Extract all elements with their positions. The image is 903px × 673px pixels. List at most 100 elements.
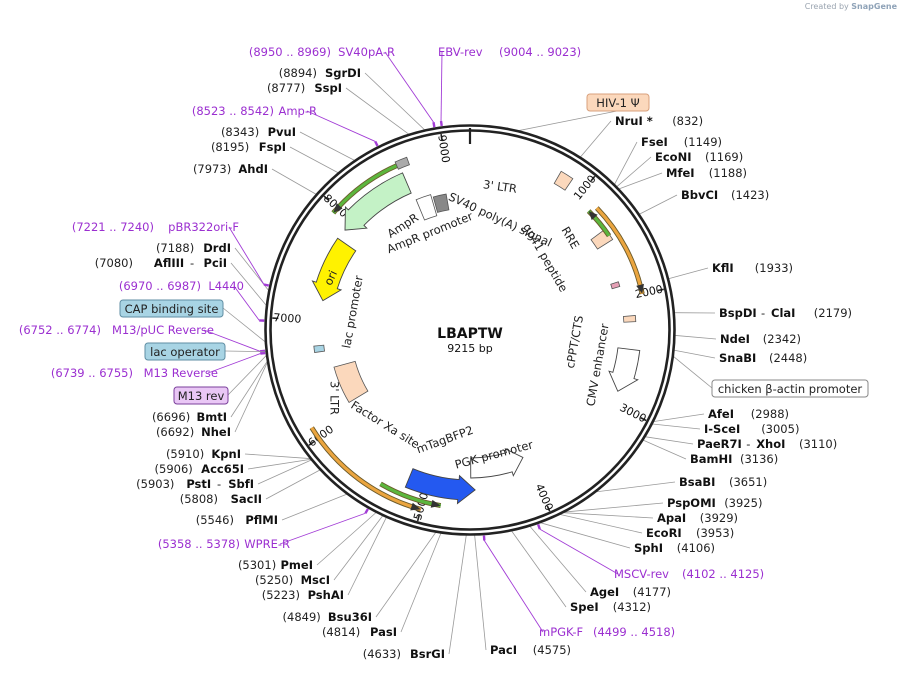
primer-leader-line <box>384 51 434 123</box>
enzyme-site: MfeI(1188) <box>666 166 747 180</box>
enzyme-name-2: XhoI <box>756 437 785 451</box>
enzyme-leader-line <box>230 359 269 418</box>
primer-leader-line <box>207 353 261 374</box>
position-tick <box>546 505 551 512</box>
enzyme-position: (4814) <box>322 625 360 639</box>
enzyme-name: MscI <box>301 573 330 587</box>
enzyme-leader-line <box>617 172 663 190</box>
enzyme-leader-line <box>400 531 442 633</box>
enzyme-name: NdeI <box>720 332 750 346</box>
enzyme-site: PshAI(5223) <box>262 588 344 602</box>
enzyme-name: AfeI <box>708 407 734 421</box>
sv40-box <box>432 193 450 213</box>
enzyme-leader-line <box>561 512 654 519</box>
enzyme-name: PasI <box>370 625 397 639</box>
feature-label-lac_prom: lac promoter <box>339 274 366 349</box>
enzyme-name: PvuI <box>268 125 296 139</box>
enzyme-position: (4633) <box>363 647 401 661</box>
enzyme-position: (6692) <box>156 425 194 439</box>
enzyme-leader-line <box>613 141 638 186</box>
enzyme-name: EcoNI <box>655 150 691 164</box>
position-tick <box>640 417 647 422</box>
enzyme-position: (2342) <box>763 332 801 346</box>
primer-range: (4499 .. 4518) <box>593 625 675 639</box>
primer-range: (4102 .. 4125) <box>682 567 764 581</box>
box-leader-line <box>222 307 267 344</box>
enzyme-name: AhdI <box>238 162 268 176</box>
enzyme-leader-line <box>561 502 664 513</box>
enzyme-leader-line <box>538 521 631 549</box>
enzyme-leader-line <box>230 262 268 307</box>
box-m13rev-bg <box>173 386 229 405</box>
primer-leader-line <box>233 285 260 321</box>
primer-range: (5358 .. 5378) <box>158 537 240 551</box>
enzyme-position: (8343) <box>221 125 259 139</box>
enzyme-name: BsaBI <box>679 475 715 489</box>
enzyme-site: EcoNI (1169) <box>655 150 743 164</box>
enzyme-position: (5903) <box>136 477 174 491</box>
enzyme-position: (3005) <box>761 422 799 436</box>
enzyme-site: PmeI(5301) <box>238 558 313 572</box>
primer-site: SV40pA-R(8950 .. 8969) <box>249 45 395 59</box>
green-arc-ampr-head <box>333 203 343 213</box>
box-leader-line <box>672 355 713 389</box>
primer-name: SV40pA-R <box>338 45 395 59</box>
position-tick-label: 9000 <box>435 134 452 164</box>
box-cap-bg <box>119 299 224 318</box>
enzyme-name: SphI <box>634 541 663 555</box>
position-tick-label: 6000 <box>306 423 336 450</box>
enzyme-leader-line <box>643 436 694 445</box>
enzyme-name-2: ClaI <box>771 306 795 320</box>
enzyme-site: PaeR7I-XhoI(3110) <box>697 437 837 451</box>
enzyme-position: (1169) <box>705 150 743 164</box>
enzyme-leader-line <box>579 120 612 159</box>
primer-tick <box>263 283 270 287</box>
enzyme-site: SpeI(4312) <box>570 600 651 614</box>
enzyme-leader-line <box>333 514 384 581</box>
orange-arc-top-outline <box>595 206 645 295</box>
boxed-m13rev: M13 rev <box>173 386 229 405</box>
enzyme-name: ApaI <box>657 511 686 525</box>
position-tick <box>657 288 664 292</box>
enzyme-site: PasI (4814) <box>322 625 397 639</box>
enzyme-leader-line <box>281 493 349 521</box>
green-arc-top-head <box>588 211 598 221</box>
box-lac_op-label: lac operator <box>150 345 220 359</box>
enzyme-site: FspI(8195) <box>211 140 286 154</box>
primer-tick <box>374 140 379 147</box>
enzyme-leader-line <box>510 529 567 608</box>
box-leader-line <box>227 354 268 396</box>
enzyme-name: FseI <box>641 135 668 149</box>
enzyme-name-2: PciI <box>204 256 227 270</box>
primer-tick <box>432 121 436 128</box>
enzyme-leader-line <box>615 156 652 188</box>
enzyme-site: BsaBI(3651) <box>679 475 767 489</box>
enzyme-name: BmtI <box>196 410 227 424</box>
ori-arrow <box>311 237 357 302</box>
feature-label-cmv: CMV enhancer <box>583 322 611 407</box>
features <box>309 156 645 512</box>
credit-brand: SnapGene <box>851 2 897 11</box>
feature-label-mtag: mTagBFP2 <box>415 423 476 456</box>
enzyme-position: (8195) <box>211 140 249 154</box>
enzyme-site: SgrDI(8894) <box>279 66 361 80</box>
enzyme-name: BbvCI <box>681 188 718 202</box>
primer-tick <box>260 351 266 355</box>
enzyme-site: PacI(4575) <box>490 643 571 657</box>
box-chicken-bg <box>711 379 869 398</box>
enzyme-leader-line <box>448 533 467 655</box>
primer-tick <box>439 120 443 127</box>
enzyme-separator: - <box>190 256 194 270</box>
primer-name: mPGK-F <box>539 625 583 639</box>
sv40-tick <box>394 156 410 170</box>
enzyme-site: KpnI(5910) <box>166 447 241 461</box>
enzyme-site: BbvCI(1423) <box>681 188 769 202</box>
enzyme-leader-line <box>347 516 388 596</box>
enzyme-site: NruI *(832) <box>615 114 703 128</box>
enzyme-leader-line <box>257 459 313 485</box>
enzyme-name: Bsu36I <box>328 610 372 624</box>
box-leader-line <box>515 110 618 132</box>
primer-tick <box>364 508 369 514</box>
primer-site: EBV-rev(9004 .. 9023) <box>438 45 581 59</box>
